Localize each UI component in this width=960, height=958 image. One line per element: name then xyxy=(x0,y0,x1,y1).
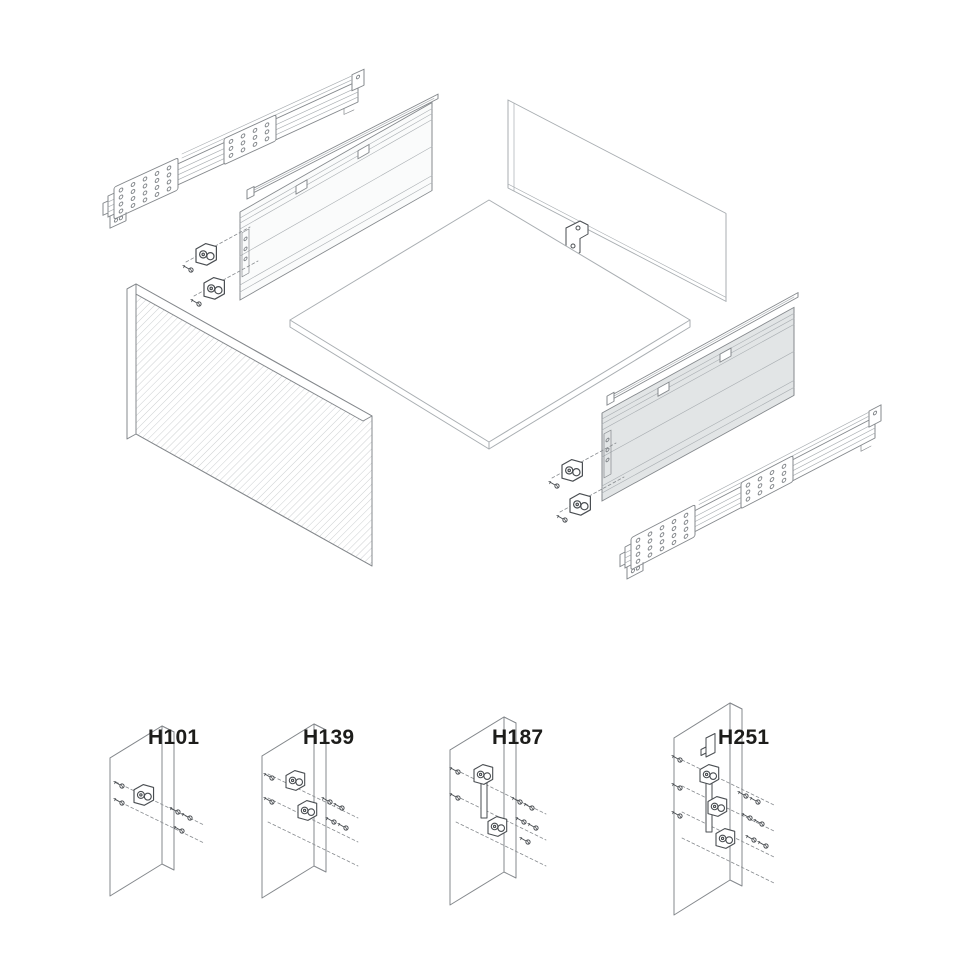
front-panel xyxy=(126,283,373,567)
variant-label-h251: H251 xyxy=(718,726,770,749)
variant-label-h101: H101 xyxy=(148,726,200,749)
mounting-variant-h101 xyxy=(109,725,205,897)
mounting-variant-h139 xyxy=(261,723,359,899)
front-fixing-brackets-right xyxy=(548,442,625,523)
back-panel-bracket xyxy=(565,220,589,257)
exploded-view xyxy=(103,69,881,582)
back-panel xyxy=(507,99,727,302)
variant-label-h139: H139 xyxy=(303,726,355,749)
variants-row xyxy=(109,702,775,916)
mounting-variant-h187 xyxy=(449,716,547,906)
mounting-variant-h251 xyxy=(671,702,775,916)
variant-label-h187: H187 xyxy=(492,726,544,749)
front-fixing-brackets-left xyxy=(182,226,259,307)
bottom-panel xyxy=(289,199,691,450)
